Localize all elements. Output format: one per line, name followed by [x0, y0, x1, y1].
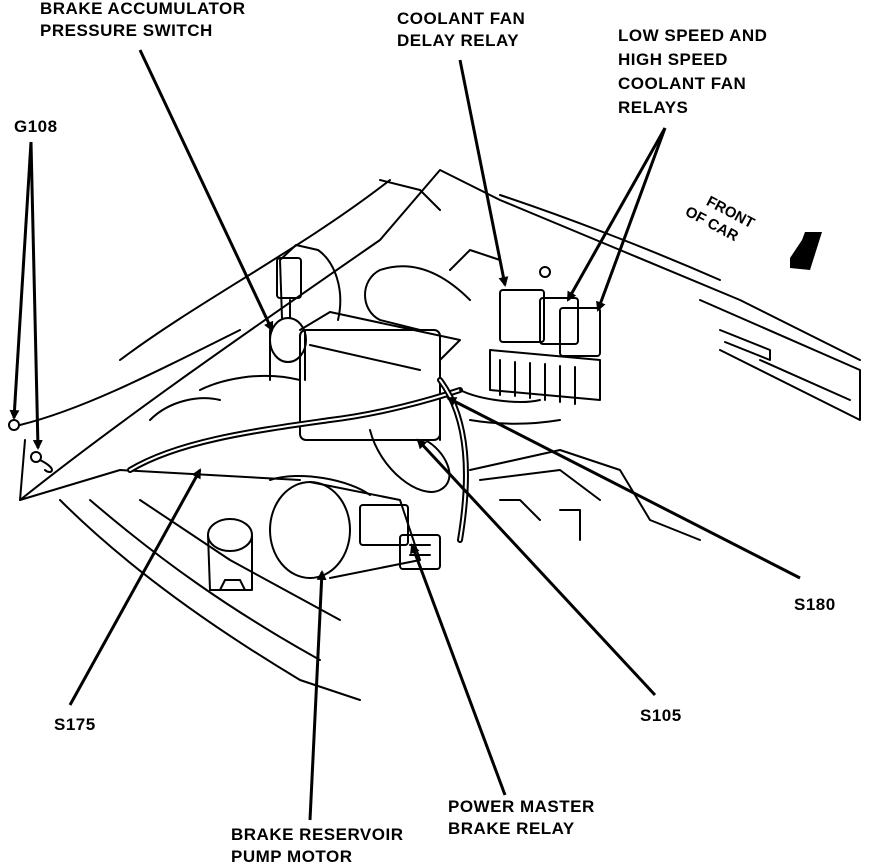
- ground-stud-lower: [30, 451, 42, 463]
- label-pump-motor: BRAKE RESERVOIR PUMP MOTOR: [231, 824, 404, 868]
- arrow-brake-accumulator: [138, 49, 274, 332]
- arrow-fan-relay-2: [596, 127, 667, 312]
- engine-illustration: [8, 169, 861, 701]
- cowl-line: [119, 179, 391, 361]
- label-line: COOLANT FAN: [618, 74, 747, 93]
- label-power-master: POWER MASTER BRAKE RELAY: [448, 796, 595, 840]
- label-line: S105: [640, 706, 682, 725]
- arrow-g108-lower: [29, 141, 43, 450]
- label-s180: S180: [794, 594, 836, 616]
- arrow-pump-motor: [308, 570, 327, 821]
- front-of-car-arrow: [790, 232, 822, 270]
- arrow-fan-relay-1: [566, 127, 667, 302]
- pump-motor-body: [269, 481, 351, 579]
- arrow-s180: [446, 396, 801, 580]
- fender-outline: [19, 169, 861, 501]
- label-coolant-fan-delay: COOLANT FAN DELAY RELAY: [397, 8, 525, 52]
- label-line: POWER MASTER: [448, 797, 595, 816]
- label-brake-accumulator: BRAKE ACCUMULATOR PRESSURE SWITCH: [40, 0, 246, 42]
- arrow-s175: [68, 468, 202, 706]
- label-line: G108: [14, 117, 58, 136]
- label-line: BRAKE RELAY: [448, 819, 575, 838]
- arrow-power-master: [410, 543, 507, 796]
- label-line: RELAYS: [618, 98, 689, 117]
- label-line: DELAY RELAY: [397, 31, 520, 50]
- label-line: S180: [794, 595, 836, 614]
- label-s175: S175: [54, 714, 96, 736]
- leader-arrows: [9, 49, 801, 821]
- label-line: BRAKE ACCUMULATOR: [40, 0, 246, 18]
- arrow-g108-upper: [9, 141, 33, 420]
- fan-relay-box-2: [559, 307, 601, 357]
- delay-relay-box: [499, 289, 545, 343]
- label-line: LOW SPEED AND: [618, 26, 768, 45]
- label-line: HIGH SPEED: [618, 50, 728, 69]
- ground-stud-upper: [8, 419, 20, 431]
- label-s105: S105: [640, 705, 682, 727]
- label-fan-relays: LOW SPEED AND HIGH SPEED COOLANT FAN REL…: [618, 24, 767, 120]
- label-line: COOLANT FAN: [397, 9, 526, 28]
- label-line: PRESSURE SWITCH: [40, 21, 213, 40]
- label-line: PUMP MOTOR: [231, 847, 353, 866]
- arrow-s105: [416, 438, 657, 697]
- label-line: S175: [54, 715, 96, 734]
- arrow-coolant-fan-delay: [458, 59, 509, 287]
- label-g108: G108: [14, 116, 58, 138]
- label-line: BRAKE RESERVOIR: [231, 825, 404, 844]
